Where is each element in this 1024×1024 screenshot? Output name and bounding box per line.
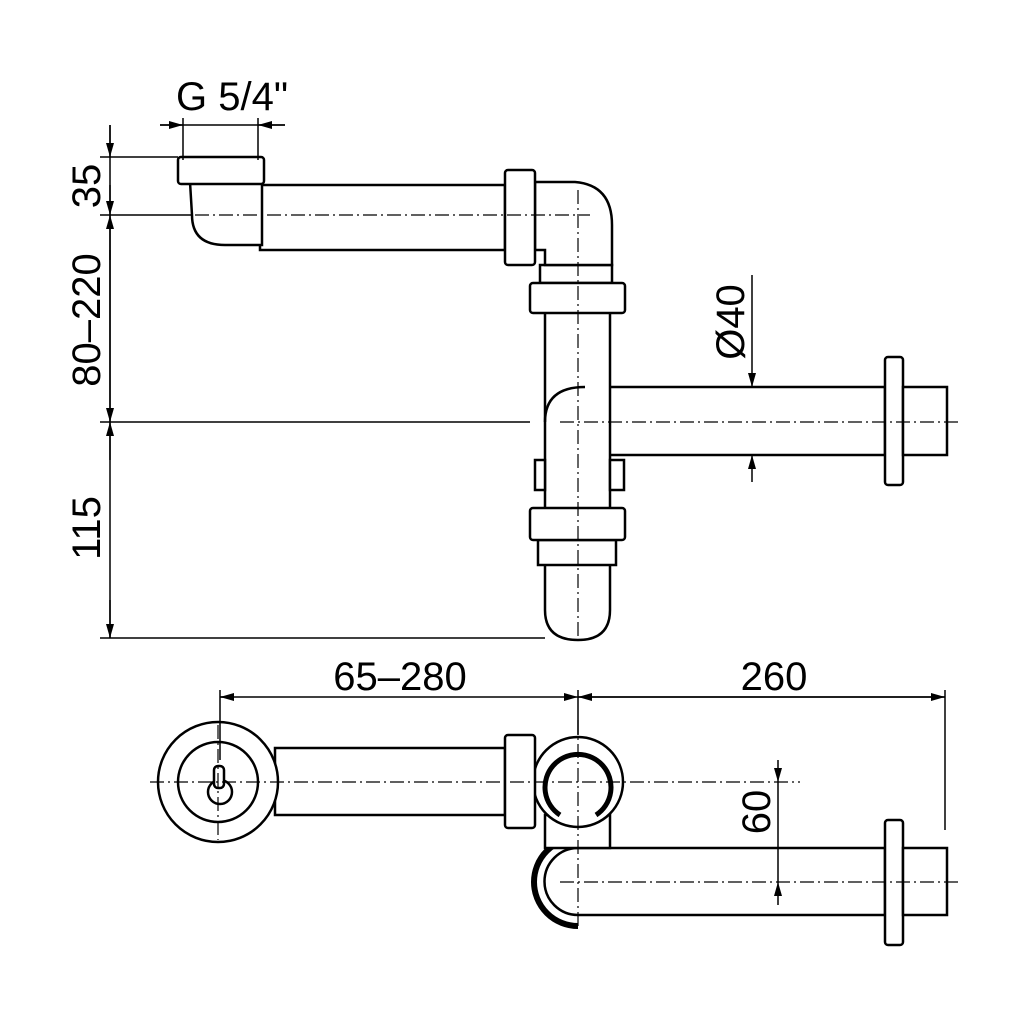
- top-elbow: [533, 180, 614, 267]
- top-view: [150, 720, 960, 947]
- outlet-diameter-label: Ø40: [709, 284, 753, 360]
- adjustable-height-label: 80–220: [65, 253, 109, 386]
- inlet-thread-nut: [176, 155, 266, 186]
- inlet-pipe: [258, 183, 507, 252]
- trap-depth-label: 115: [65, 496, 109, 560]
- outlet-pipe: [573, 385, 887, 457]
- top-dimensions: 65–280 260 60: [219, 655, 946, 905]
- outlet-length-label: 260: [741, 655, 808, 699]
- wall-flange: [883, 355, 905, 487]
- offset-label: 60: [735, 790, 779, 835]
- inlet-elbow: [188, 180, 264, 247]
- clip-left: [533, 458, 547, 492]
- clip-right: [608, 458, 626, 492]
- side-view: [176, 155, 960, 642]
- inlet-height-label: 35: [65, 164, 109, 209]
- upper-collar: [538, 263, 614, 285]
- thread-label: G 5/4": [176, 75, 288, 119]
- side-dimensions: G 5/4" 35 80–220 115 Ø40: [65, 75, 756, 639]
- adjustable-length-label: 65–280: [333, 655, 466, 699]
- trap-bottom-ring: [536, 538, 618, 567]
- pipe-nut: [503, 168, 537, 267]
- outlet-stub: [901, 385, 949, 457]
